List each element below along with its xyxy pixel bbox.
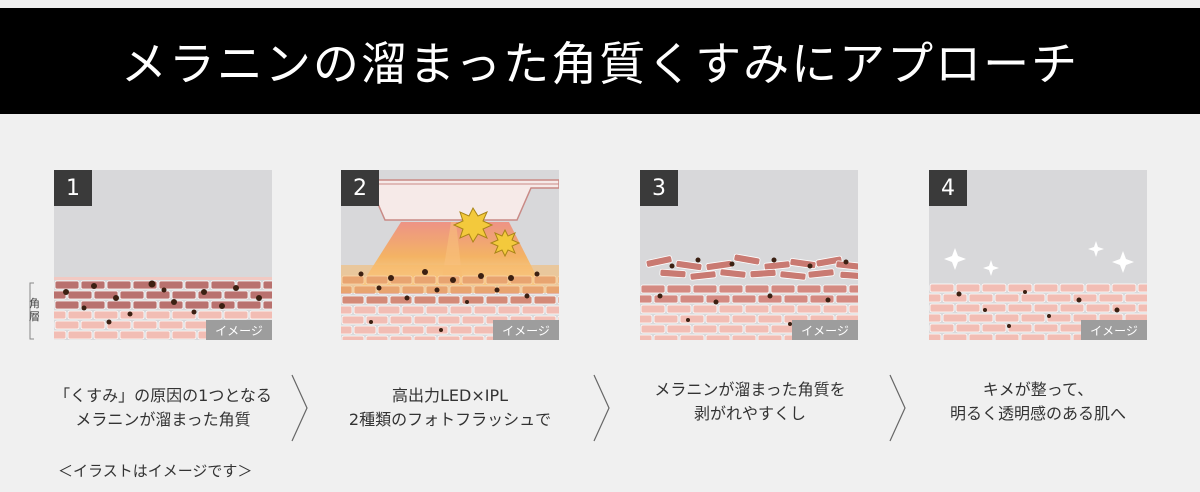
step-4-illustration: 4 イメージ bbox=[929, 170, 1147, 340]
step-1-caption: 「くすみ」の原因の1つとなる メラニンが溜まった角質 bbox=[33, 384, 293, 432]
step-2-caption: 高出力LED×IPL 2種類のフォトフラッシュで bbox=[320, 384, 580, 432]
sparkle-icon bbox=[1088, 241, 1104, 257]
chevron-right-icon bbox=[593, 374, 610, 442]
caption-line: 2種類のフォトフラッシュで bbox=[348, 410, 552, 429]
caption-line: 明るく透明感のある肌へ bbox=[949, 404, 1126, 423]
top-strip bbox=[0, 0, 1200, 8]
step-number-badge: 3 bbox=[640, 170, 678, 206]
caption-line: メラニンが溜まった角質を bbox=[654, 380, 846, 399]
step-number-badge: 1 bbox=[54, 170, 92, 206]
image-label: イメージ bbox=[1081, 320, 1147, 340]
image-label: イメージ bbox=[206, 320, 272, 340]
layer-label-char-1: 角 bbox=[29, 297, 40, 310]
layer-bracket bbox=[29, 282, 34, 340]
step-3-skin-svg bbox=[640, 170, 858, 340]
image-label: イメージ bbox=[792, 320, 858, 340]
step-3-caption: メラニンが溜まった角質を 剥がれやすくし bbox=[620, 378, 880, 426]
layer-label-char-2: 層 bbox=[29, 310, 40, 323]
sparkle-icon bbox=[944, 248, 966, 270]
chevron-right-icon bbox=[291, 374, 308, 442]
step-2-skin-svg bbox=[341, 170, 559, 340]
chevron-right-icon bbox=[889, 374, 906, 442]
step-1-illustration: 1 イメージ bbox=[54, 170, 272, 340]
caption-line: メラニンが溜まった角質 bbox=[75, 410, 251, 429]
sparkle-icon bbox=[1112, 251, 1134, 273]
step-3-illustration: 3 イメージ bbox=[640, 170, 858, 340]
title-banner: メラニンの溜まった角質くすみにアプローチ bbox=[0, 8, 1200, 114]
caption-line: 剥がれやすくし bbox=[693, 404, 806, 423]
illustration-note: ＜イラストはイメージです＞ bbox=[58, 462, 253, 480]
caption-line: キメが整って、 bbox=[982, 380, 1094, 399]
sparkle-icons bbox=[944, 241, 1134, 276]
step-4-caption: キメが整って、 明るく透明感のある肌へ bbox=[908, 378, 1168, 426]
caption-line: 「くすみ」の原因の1つとなる bbox=[54, 386, 272, 405]
page-title: メラニンの溜まった角質くすみにアプローチ bbox=[120, 37, 1080, 91]
layer-label: 角 層 bbox=[26, 281, 46, 341]
step-2-illustration: 2 イメージ bbox=[341, 170, 559, 340]
step-number-badge: 2 bbox=[341, 170, 379, 206]
step-number-badge: 4 bbox=[929, 170, 967, 206]
sparkle-icon bbox=[983, 260, 999, 276]
caption-line: 高出力LED×IPL bbox=[391, 386, 509, 405]
image-label: イメージ bbox=[493, 320, 559, 340]
